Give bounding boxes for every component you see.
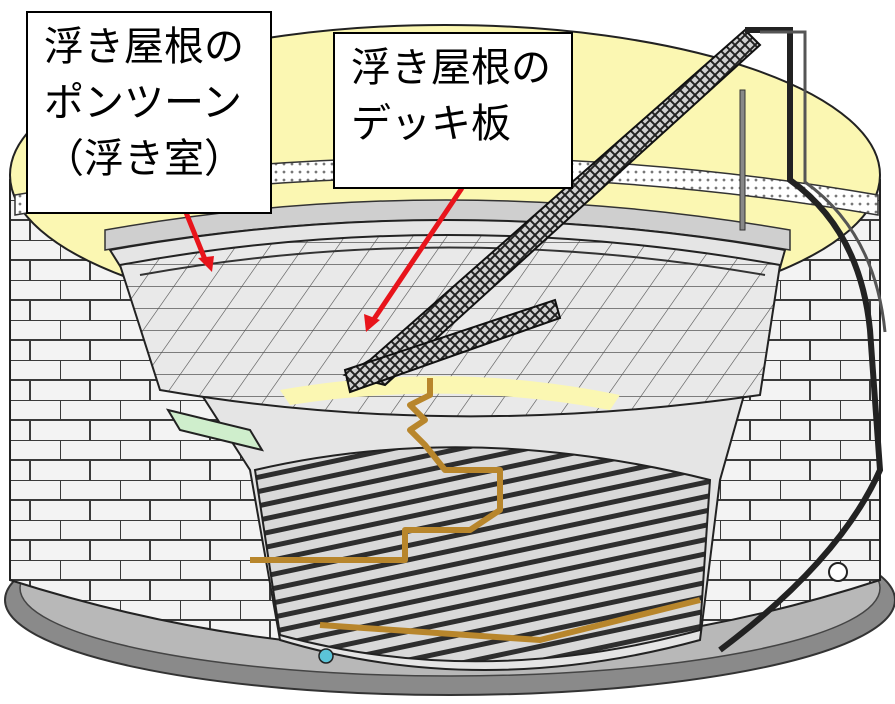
bottom-nozzle <box>318 562 848 664</box>
pointer-arrows <box>180 186 465 332</box>
pontoon-callout: 浮き屋根の ポンツーン （浮き室） <box>26 11 272 214</box>
deck-callout-line-2: デッキ板 <box>351 101 511 147</box>
spiral-stairway <box>718 27 887 653</box>
tank-floor-coils <box>253 446 712 663</box>
side-platform <box>165 408 265 452</box>
deck-callout-line-1: 浮き屋根の <box>351 45 551 91</box>
vent-pipe <box>739 89 746 231</box>
heating-piping <box>250 378 701 643</box>
pontoon-arrow <box>180 204 209 263</box>
pontoon-callout-line-3: （浮き室） <box>44 136 244 182</box>
deck-arrow-head <box>364 314 380 332</box>
deck-arrow <box>369 186 465 324</box>
deck-plate-callout: 浮き屋根の デッキ板 <box>333 32 573 189</box>
pontoon-arrow-head <box>198 256 214 272</box>
pontoon-callout-line-2: ポンツーン <box>44 80 242 126</box>
rolling-ladder <box>342 28 762 394</box>
pontoon-callout-line-1: 浮き屋根の <box>44 24 244 70</box>
